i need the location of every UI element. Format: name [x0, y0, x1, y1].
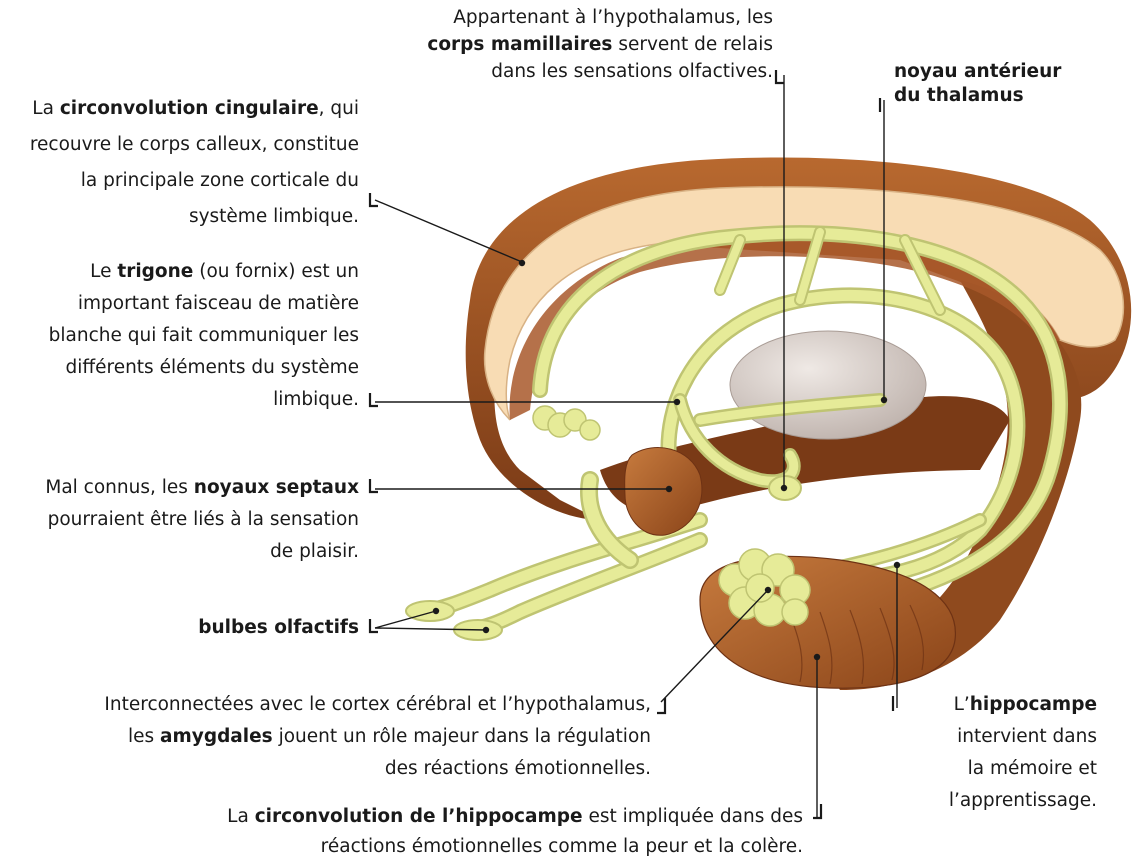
- hippocampe-term: hippocampe: [970, 694, 1097, 715]
- trigone-term: trigone: [117, 261, 193, 282]
- cingulaire-term: circonvolution cingulaire: [60, 98, 319, 119]
- label-trigone: Le trigone (ou fornix) est un important …: [49, 256, 359, 416]
- noyau-anterieur-line1: noyau antérieur: [894, 60, 1061, 84]
- label-bulbes-olfactifs: bulbes olfactifs: [198, 614, 359, 641]
- thalamus: [730, 331, 926, 439]
- corps-mamillaires-line1: Appartenant à l’hypothalamus, les: [427, 4, 773, 31]
- corps-mamillaires-term: corps mamillaires: [427, 34, 612, 55]
- label-amygdales: Interconnectées avec le cortex cérébral …: [104, 689, 651, 785]
- label-hippocampe: L’hippocampe intervient dans la mémoire …: [949, 689, 1097, 817]
- corps-mamillaires-line3: dans les sensations olfactives.: [427, 58, 773, 85]
- noyau-anterieur-line2: du thalamus: [894, 84, 1061, 108]
- label-circonvolution-cingulaire: La circonvolution cingulaire, qui recouv…: [30, 91, 359, 235]
- label-circonvolution-hippocampe: La circonvolution de l’hippocampe est im…: [227, 802, 803, 862]
- corps-mamillaires-line2: servent de relais: [612, 34, 773, 55]
- amygdales-term: amygdales: [160, 726, 273, 747]
- label-noyau-anterieur: noyau antérieur du thalamus: [894, 60, 1061, 108]
- noyaux-septaux-term: noyaux septaux: [194, 477, 359, 498]
- label-noyaux-septaux: Mal connus, les noyaux septaux pourraien…: [45, 472, 359, 568]
- circonvolution-hippocampe-term: circonvolution de l’hippocampe: [255, 806, 583, 827]
- septal-cluster: [533, 406, 600, 440]
- label-corps-mamillaires: Appartenant à l’hypothalamus, les corps …: [427, 4, 773, 85]
